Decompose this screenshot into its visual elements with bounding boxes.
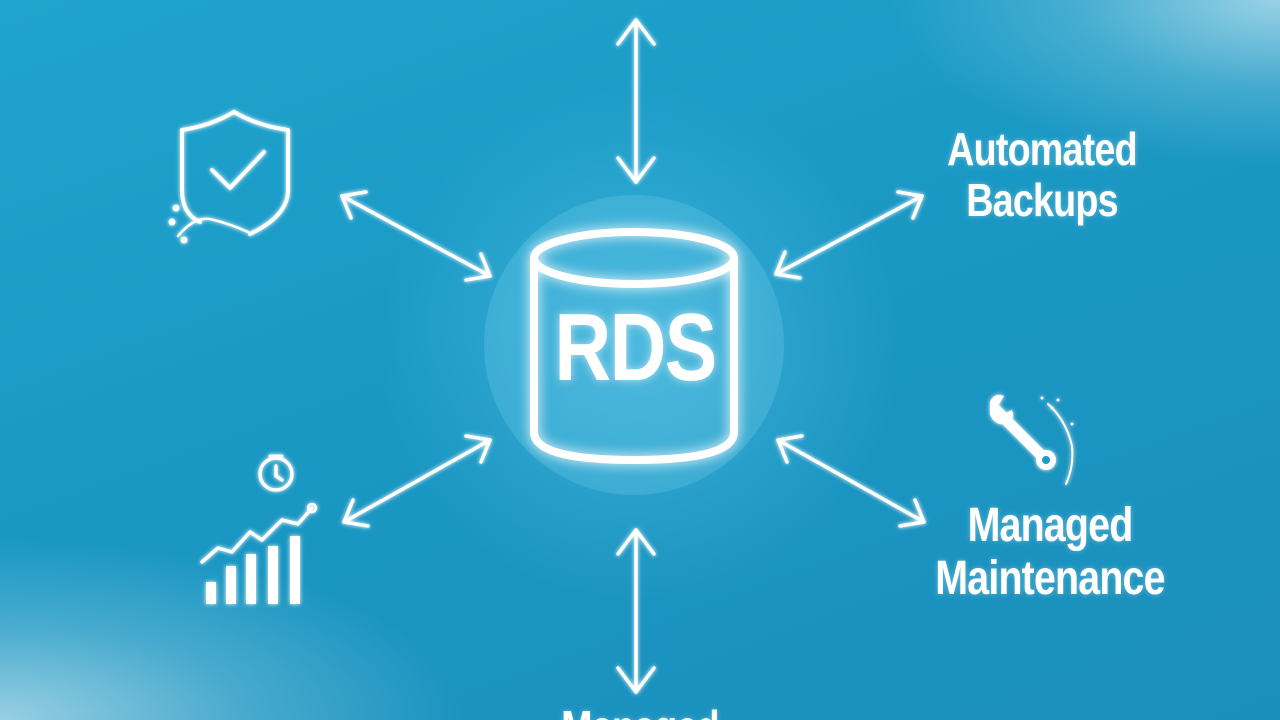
arrow-top (616, 18, 656, 184)
node-label-managed-maintenance: Managed Maintenance (927, 499, 1173, 606)
node-label-line: Backups (966, 173, 1118, 226)
database-cylinder-icon (530, 228, 738, 465)
arrow-bottom-right (776, 434, 926, 528)
performance-chart-clock-icon (200, 454, 318, 604)
node-label-line: Managed (517, 702, 763, 720)
node-label-automated-backups: Automated Backups (944, 124, 1141, 225)
arrow-top-left (340, 190, 492, 282)
node-label-line: Managed (967, 499, 1134, 552)
center-label: RDS (554, 294, 717, 401)
shield-check-icon (168, 110, 290, 244)
arrow-bottom-left (342, 434, 492, 528)
node-label-line: Automated (947, 123, 1137, 175)
node-label-line: Maintenance (935, 551, 1165, 605)
center-glow (484, 195, 784, 495)
node-label-bottom: Managed (517, 702, 763, 720)
wrench-icon (990, 394, 1074, 485)
arrow-top-right (774, 190, 924, 280)
arrow-bottom (616, 528, 656, 694)
